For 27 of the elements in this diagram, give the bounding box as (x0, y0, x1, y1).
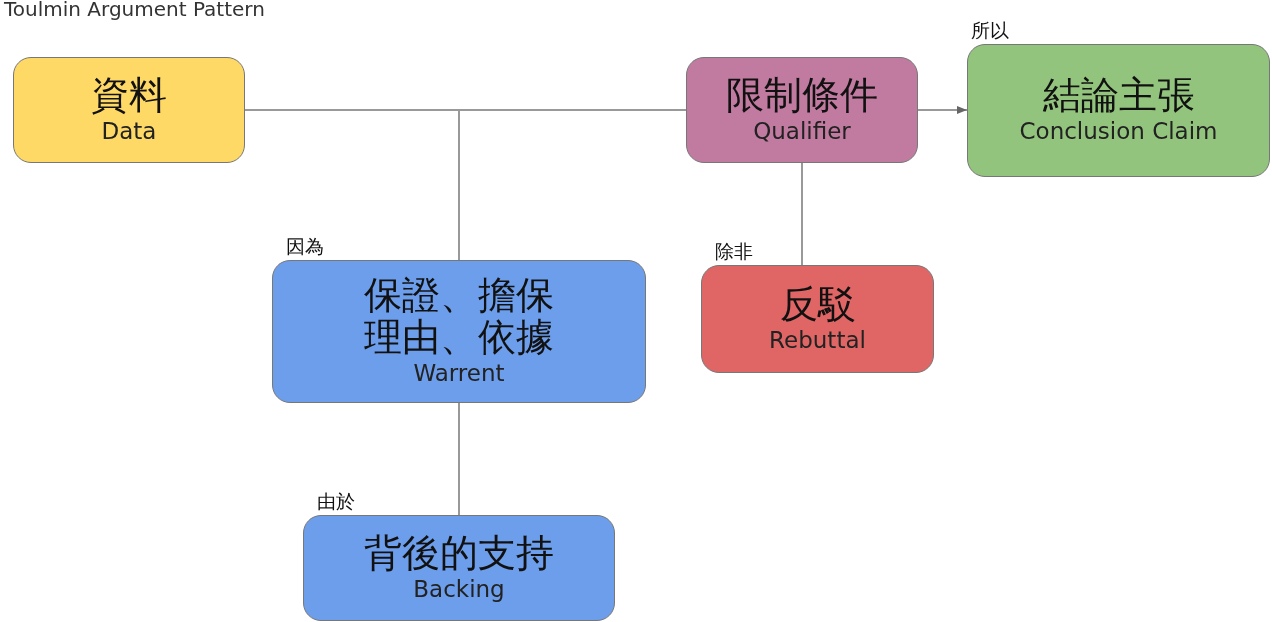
connector-word: 除非 (715, 239, 753, 264)
node-subtitle: Data (101, 116, 157, 146)
process-box (303, 515, 615, 621)
arrow (917, 106, 968, 114)
process-box (13, 57, 245, 163)
diagram-title: Toulmin Argument Pattern (4, 0, 265, 21)
process-box (967, 44, 1270, 177)
connector-word: 因為 (286, 234, 324, 259)
connector-word: 所以 (971, 18, 1009, 43)
process-box (272, 260, 646, 403)
node-subtitle: Rebuttal (769, 325, 866, 355)
node-title: 背後的支持 (364, 532, 554, 575)
node-subtitle: Conclusion Claim (1019, 117, 1218, 146)
node-title: 資料 (91, 74, 167, 117)
node-title: 結論主張 (1042, 75, 1195, 117)
node-title: 限制條件 (726, 74, 878, 117)
node-title: 反駁 (779, 283, 856, 326)
connector-word: 由於 (317, 489, 355, 514)
process-box (686, 57, 918, 163)
node-subtitle: Backing (413, 574, 505, 604)
node-subtitle: Qualifier (753, 116, 851, 146)
process-box (701, 265, 934, 373)
node-subtitle: Warrent (413, 358, 505, 388)
connector-line (458, 402, 460, 516)
connector-line (458, 109, 687, 261)
node-title: 保證、擔保理由、依據 (363, 275, 555, 359)
connector-line (801, 162, 803, 266)
